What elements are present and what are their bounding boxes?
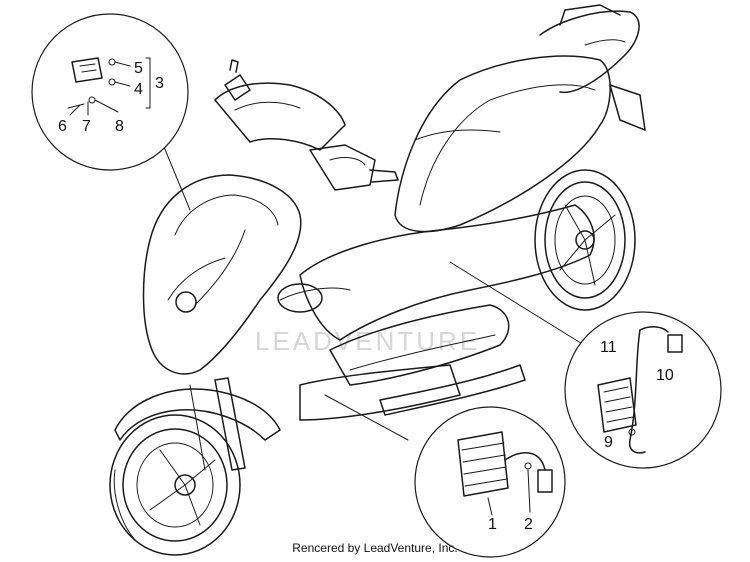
part-label: 7 (82, 118, 91, 135)
connector-icon (537, 469, 553, 493)
part-leaders (69, 61, 131, 116)
callout-top-left: 5 4 3 6 7 8 (31, 13, 189, 171)
bracket-line (145, 57, 151, 109)
screw-icon (628, 428, 636, 436)
screw-icon (524, 462, 532, 470)
scooter-illustration (109, 4, 646, 556)
part-label: 10 (656, 367, 674, 384)
part-leaders (487, 469, 531, 516)
connector-icon (667, 334, 683, 353)
part-label: 9 (604, 434, 613, 451)
body-panel (277, 204, 595, 421)
regulator-part-icon (457, 431, 509, 497)
relay-part-icon (597, 377, 637, 433)
cable-wire (504, 452, 546, 471)
part-label: 11 (600, 339, 617, 356)
part-label: 8 (115, 118, 124, 135)
cable-icon (639, 326, 669, 333)
rear-tail (539, 4, 646, 131)
front-wheel (109, 414, 241, 556)
floorboard (379, 364, 526, 416)
part-label: 3 (155, 75, 164, 92)
part-label: 1 (488, 516, 497, 533)
part-label: 6 (58, 118, 67, 135)
callout-right: 11 10 9 (564, 311, 722, 469)
bracket-part-icon (71, 57, 103, 83)
leader-lines (161, 141, 606, 441)
front-shield (142, 174, 302, 375)
part-label: 2 (524, 516, 533, 533)
part-label: 4 (134, 81, 143, 98)
watermark: LEADVENTURE (255, 326, 480, 356)
callout-bottom: 1 2 (414, 406, 566, 558)
rear-wheel (534, 169, 636, 311)
front-mudguard (114, 377, 281, 471)
credit-footer: Rencered by LeadVenture, Inc. (292, 541, 458, 555)
part-label: 5 (134, 60, 143, 77)
windscreen-handlebar (214, 59, 399, 191)
seat (394, 55, 611, 233)
